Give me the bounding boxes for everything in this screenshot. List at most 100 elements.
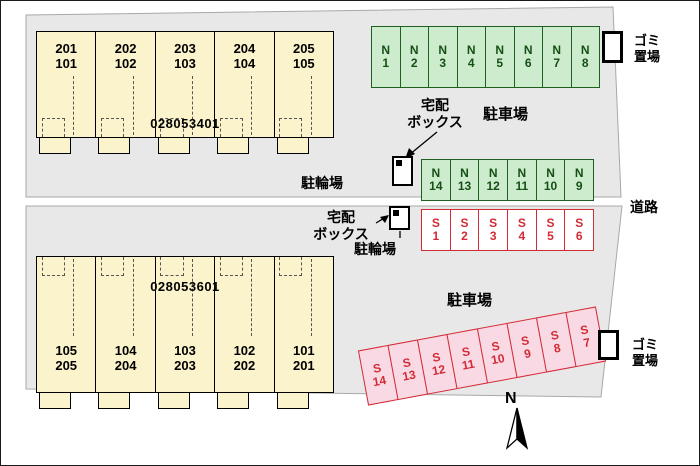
parking-space-letter: N [552, 43, 562, 58]
garbage-label-bottom-line2: 置場 [631, 352, 658, 368]
parking-space: S 5 [535, 209, 566, 251]
parking-space-number: 14 [429, 179, 443, 193]
parking-space-letter: S [489, 216, 498, 231]
parking-area-label-south: 駐車場 [447, 292, 493, 309]
parking-space-letter: N [409, 43, 419, 58]
unit-dashed-line [73, 259, 75, 336]
parking-space-letter: N [517, 166, 527, 181]
parking-space-number: 5 [496, 56, 504, 70]
parking-space: S 1 [421, 209, 451, 251]
building-south-units: 105 205 104 204 [37, 257, 333, 409]
parking-space: N 1 [371, 26, 401, 88]
entrance-porch [98, 137, 131, 154]
entrance-porch [39, 137, 71, 154]
delivery-box-mark [396, 160, 402, 166]
parking-space: N 12 [478, 159, 509, 201]
parking-space-number: 1 [382, 56, 390, 70]
parking-space-letter: N [381, 43, 391, 58]
apartment-unit: 105 205 [37, 257, 97, 409]
room-number-upper: 103 [174, 343, 196, 359]
room-number-upper: 101 [292, 343, 315, 359]
entrance-porch [276, 392, 309, 409]
garbage-label-top-line1: ゴミ [633, 33, 660, 48]
parking-row-s1-s6: S 1 S 2 S 3 S 4 S 5 S [421, 209, 595, 251]
parking-space: N 8 [570, 26, 600, 88]
unit-dashed-box [279, 118, 303, 137]
room-number-lower: 101 [55, 55, 78, 71]
parking-space: N 14 [421, 159, 451, 201]
unit-room-numbers: 104 204 [114, 343, 137, 374]
parking-space: N 2 [399, 26, 429, 88]
apartment-unit: 101 201 [275, 257, 333, 409]
parking-space-number: 13 [457, 179, 472, 193]
delivery-top-pointer-line [408, 131, 438, 156]
unit-room-numbers: 201 101 [55, 41, 78, 72]
parking-space-letter: N [574, 166, 584, 181]
delivery-box-label-bottom: 宅配 ボックス [309, 209, 373, 243]
parking-space-number: 12 [486, 179, 500, 193]
parking-space-number: 11 [515, 179, 529, 193]
building-north: 201 101 202 102 [36, 31, 334, 154]
parking-space-number: 2 [410, 56, 418, 70]
apartment-unit: 201 101 [37, 32, 97, 154]
unit-dashed-line [251, 259, 253, 336]
parking-space-number: 4 [518, 229, 526, 243]
apartment-unit: 103 203 [156, 257, 216, 409]
unit-dashed-box [41, 118, 65, 137]
unit-dashed-box [279, 257, 303, 276]
parking-space: N 5 [485, 26, 515, 88]
delivery-bottom-arrowhead [380, 215, 389, 223]
parking-space-letter: S [517, 216, 526, 231]
parking-space-number: 7 [582, 335, 592, 351]
parking-space-letter: S [575, 216, 584, 231]
parking-space-letter: N [460, 166, 469, 181]
room-number-upper: 104 [114, 343, 137, 359]
parking-space-number: 5 [547, 229, 554, 243]
garbage-station-icon-bottom [598, 330, 619, 360]
parking-space-number: 9 [575, 179, 583, 193]
bicycle-parking-label-bottom: 駐輪場 [354, 241, 396, 257]
parking-space-number: 3 [489, 229, 497, 243]
delivery-label-top-line1: 宅配 [421, 97, 449, 113]
parking-space-letter: N [438, 43, 448, 58]
room-number-lower: 202 [233, 358, 256, 374]
delivery-label-bottom-line2: ボックス [313, 225, 369, 242]
parking-space-number: 1 [432, 229, 440, 243]
room-number-lower: 103 [174, 55, 196, 71]
parking-space: N 13 [449, 159, 480, 201]
parking-space-number: 2 [461, 229, 468, 243]
parking-space-number: 8 [552, 340, 562, 356]
parking-row-n14-n9: N 14 N 13 N 12 N 11 N 10 [421, 159, 595, 201]
delivery-box-label-top: 宅配 ボックス [403, 97, 467, 131]
unit-dashed-line [192, 76, 194, 135]
entrance-porch [217, 137, 250, 154]
unit-dashed-box [219, 257, 243, 276]
room-number-upper: 105 [55, 343, 78, 359]
parking-space: N 6 [513, 26, 543, 88]
delivery-box-icon-top [392, 156, 413, 186]
parking-space-number: 8 [581, 56, 589, 70]
parking-space-number: 3 [439, 56, 447, 70]
entrance-porch [98, 392, 131, 409]
garbage-label-top: ゴミ 置場 [629, 33, 665, 64]
unit-room-numbers: 205 105 [292, 41, 315, 72]
entrance-porch [276, 137, 309, 154]
entrance-porch [39, 392, 71, 409]
road-label: 道路 [630, 199, 658, 215]
unit-room-numbers: 204 104 [234, 41, 256, 72]
apartment-unit: 104 204 [96, 257, 156, 409]
parking-space: S 3 [478, 209, 509, 251]
unit-room-numbers: 101 201 [292, 343, 315, 374]
unit-dashed-line [310, 76, 312, 135]
room-number-upper: 205 [292, 41, 315, 56]
unit-dashed-line [310, 259, 312, 336]
room-number-upper: 203 [174, 41, 196, 56]
parking-space-letter: N [546, 166, 555, 181]
unit-dashed-line [73, 76, 75, 135]
compass-north-label: N [505, 390, 517, 407]
apartment-unit: 204 104 [215, 32, 275, 154]
room-number-lower: 105 [292, 55, 315, 71]
delivery-label-bottom-line1: 宅配 [327, 209, 355, 225]
apartment-unit: 205 105 [275, 32, 333, 154]
building-code-north: 028053401 [150, 116, 220, 131]
